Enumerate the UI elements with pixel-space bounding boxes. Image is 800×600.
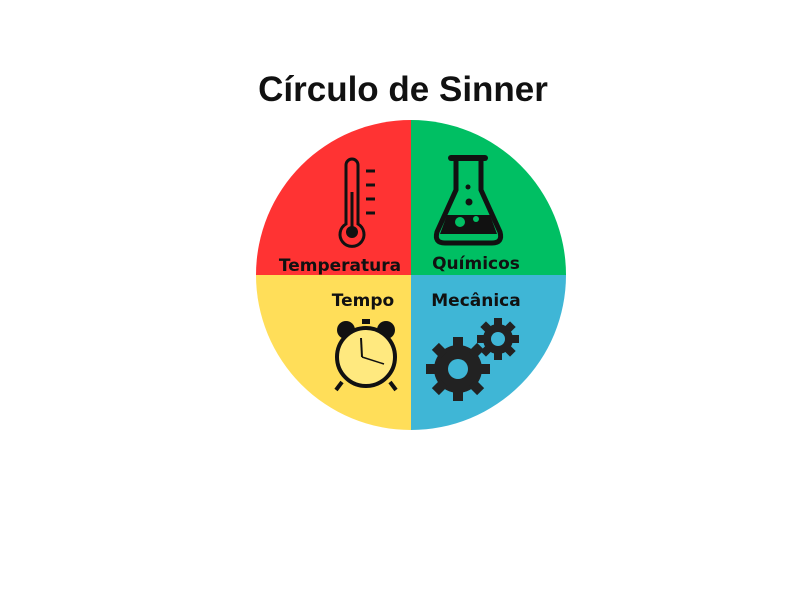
quadrant-fill: [256, 275, 411, 430]
label-tempo: Tempo: [332, 291, 394, 311]
flask-icon: [433, 155, 504, 246]
quadrant-fill: [411, 120, 566, 275]
alarm-clock-icon: [334, 319, 398, 392]
quadrant-tempo: [256, 275, 411, 430]
label-temperatura: Temperatura: [279, 256, 401, 276]
label-quimicos: Químicos: [432, 254, 520, 274]
quadrant-temperatura: [256, 120, 411, 275]
diagram-title: Círculo de Sinner: [258, 70, 548, 109]
quadrant-quimicos: [411, 120, 566, 275]
quadrant-fill: [256, 120, 411, 275]
label-mecanica: Mecânica: [431, 291, 520, 311]
thermometer-icon: [338, 157, 375, 248]
